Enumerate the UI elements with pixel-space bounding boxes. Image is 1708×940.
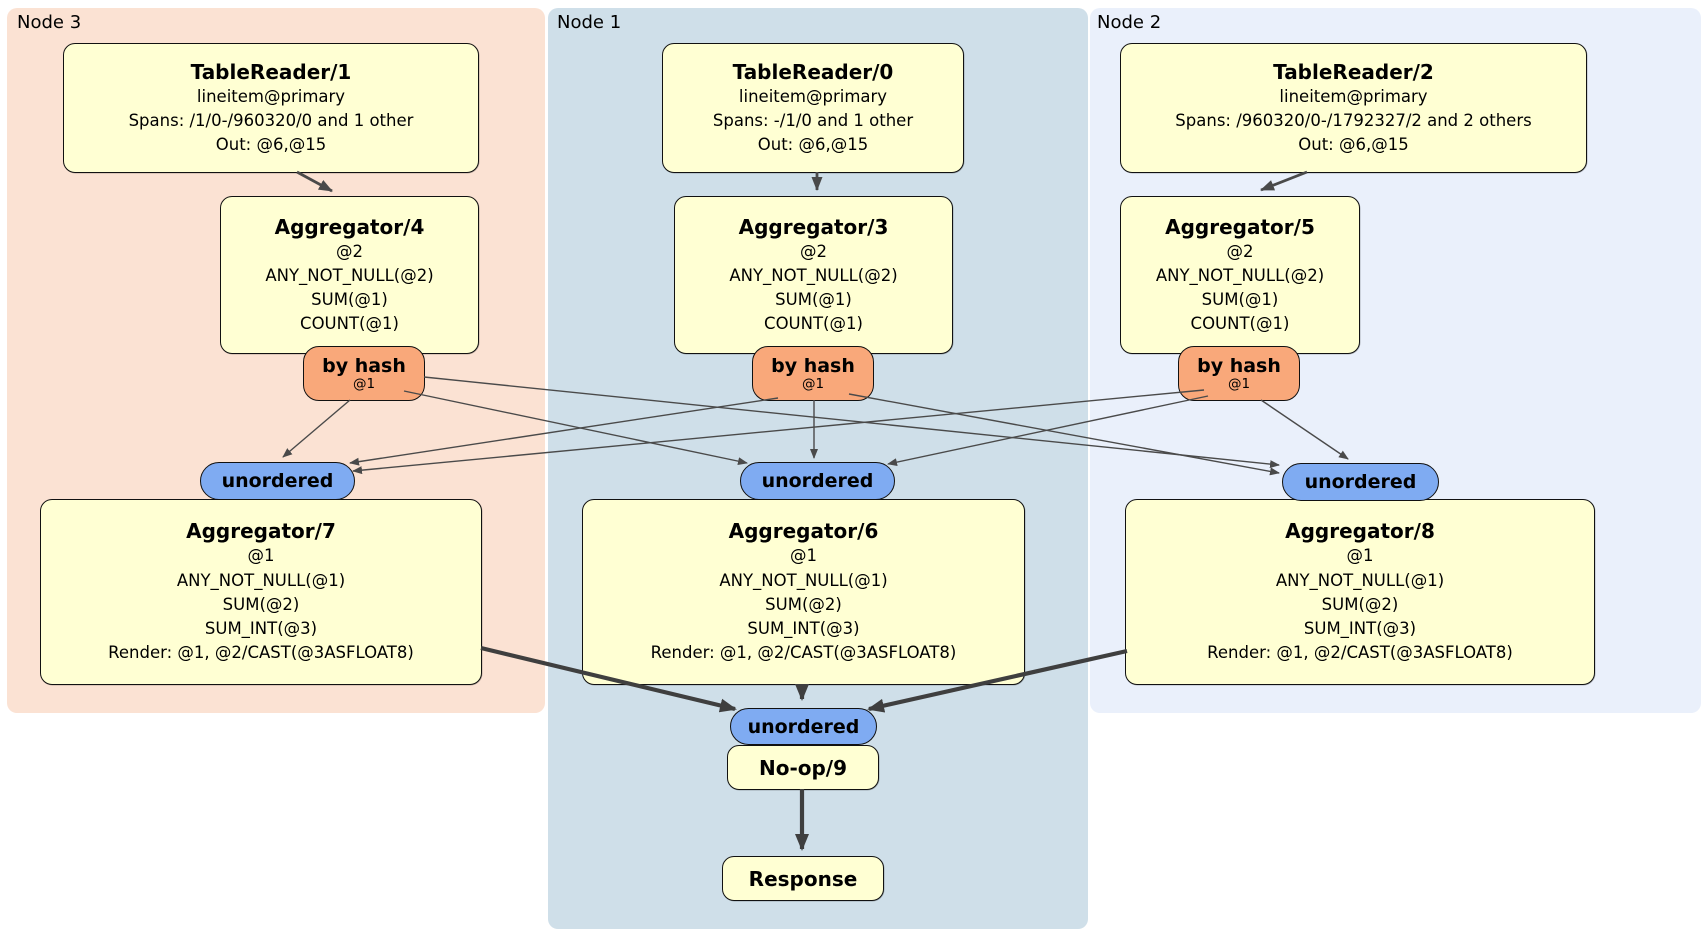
processor-line: SUM_INT(@3) [1303, 619, 1417, 639]
router-label: by hash [322, 354, 406, 377]
processor-line: SUM(@1) [311, 290, 388, 309]
processor-title: Aggregator/4 [274, 214, 425, 239]
processor-line: ANY_NOT_NULL(@2) [729, 265, 898, 285]
router-detail: @1 [352, 376, 376, 393]
router-detail: @1 [1227, 376, 1251, 393]
sync-label: unordered [761, 470, 874, 492]
processor-line: SUM(@1) [775, 290, 852, 309]
router-detail: @1 [801, 376, 825, 393]
processor-aggregator-5: Aggregator/5 @2 ANY_NOT_NULL(@2) SUM(@1)… [1120, 196, 1360, 354]
sync-unordered-center: unordered [740, 462, 895, 500]
processor-line: SUM(@2) [1321, 594, 1399, 614]
processor-line: ANY_NOT_NULL(@2) [265, 265, 434, 285]
processor-line: @1 [790, 546, 817, 566]
processor-noop-9: No-op/9 [727, 745, 879, 790]
processor-title: Response [748, 866, 858, 891]
processor-line: Render: @1, @2/CAST(@3ASFLOAT8) [108, 643, 414, 663]
processor-line: lineitem@primary [196, 86, 346, 106]
processor-aggregator-3: Aggregator/3 @2 ANY_NOT_NULL(@2) SUM(@1)… [674, 196, 953, 354]
router-by-hash-center: by hash @1 [752, 346, 874, 401]
processor-line: @1 [247, 546, 275, 566]
processor-line: COUNT(@1) [764, 314, 863, 334]
processor-line: COUNT(@1) [300, 314, 399, 334]
processor-line: SUM_INT(@3) [204, 619, 318, 639]
processor-title: Aggregator/5 [1165, 214, 1315, 239]
processor-title: TableReader/0 [732, 59, 894, 84]
processor-title: Aggregator/6 [728, 519, 879, 544]
processor-line: @2 [1226, 241, 1254, 261]
router-label: by hash [771, 354, 855, 377]
panel-label-node1: Node 1 [557, 12, 622, 33]
sync-label: unordered [747, 715, 860, 738]
processor-line: Out: @6,@15 [1298, 135, 1409, 155]
processor-title: No-op/9 [758, 755, 848, 780]
processor-line: lineitem@primary [738, 86, 888, 106]
processor-line: ANY_NOT_NULL(@2) [1155, 265, 1325, 285]
processor-aggregator-4: Aggregator/4 @2 ANY_NOT_NULL(@2) SUM(@1)… [220, 196, 479, 354]
processor-line: @1 [1346, 546, 1374, 566]
processor-title: TableReader/1 [190, 59, 352, 84]
processor-response: Response [722, 856, 884, 901]
processor-line: ANY_NOT_NULL(@1) [176, 570, 346, 590]
panel-label-node2: Node 2 [1097, 12, 1162, 33]
processor-line: SUM(@2) [222, 594, 300, 614]
processor-tablereader-1: TableReader/1 lineitem@primary Spans: /1… [63, 43, 479, 173]
processor-line: ANY_NOT_NULL(@1) [1275, 570, 1445, 590]
processor-tablereader-2: TableReader/2 lineitem@primary Spans: /9… [1120, 43, 1587, 173]
processor-line: SUM(@1) [1201, 290, 1279, 309]
sync-unordered-left: unordered [200, 462, 355, 500]
processor-title: TableReader/2 [1273, 59, 1434, 84]
sync-unordered-right: unordered [1282, 463, 1439, 501]
processor-line: @2 [336, 241, 363, 261]
processor-line: @2 [800, 241, 827, 261]
processor-aggregator-6: Aggregator/6 @1 ANY_NOT_NULL(@1) SUM(@2)… [582, 499, 1025, 685]
processor-aggregator-7: Aggregator/7 @1 ANY_NOT_NULL(@1) SUM(@2)… [40, 499, 482, 685]
router-by-hash-right: by hash @1 [1178, 346, 1300, 401]
processor-line: Spans: /1/0-/960320/0 and 1 other [128, 110, 414, 130]
sync-label: unordered [1304, 471, 1417, 493]
panel-label-node3: Node 3 [17, 12, 82, 33]
processor-title: Aggregator/8 [1285, 519, 1435, 544]
processor-title: Aggregator/3 [738, 214, 889, 239]
sync-unordered-final: unordered [730, 708, 877, 745]
processor-line: ANY_NOT_NULL(@1) [719, 570, 888, 590]
router-by-hash-left: by hash @1 [303, 346, 425, 401]
processor-line: Out: @6,@15 [215, 135, 327, 155]
processor-line: SUM(@2) [765, 594, 842, 614]
processor-title: Aggregator/7 [186, 519, 336, 544]
processor-line: Render: @1, @2/CAST(@3ASFLOAT8) [1207, 643, 1513, 663]
processor-line: COUNT(@1) [1190, 314, 1290, 334]
processor-line: Out: @6,@15 [757, 135, 869, 155]
processor-line: SUM_INT(@3) [747, 619, 860, 639]
processor-line: Spans: /960320/0-/1792327/2 and 2 others [1175, 110, 1532, 130]
processor-aggregator-8: Aggregator/8 @1 ANY_NOT_NULL(@1) SUM(@2)… [1125, 499, 1595, 685]
sync-label: unordered [221, 470, 334, 492]
processor-line: lineitem@primary [1279, 86, 1428, 106]
processor-line: Render: @1, @2/CAST(@3ASFLOAT8) [650, 643, 957, 663]
processor-line: Spans: -/1/0 and 1 other [712, 110, 914, 130]
router-label: by hash [1197, 354, 1281, 377]
processor-tablereader-0: TableReader/0 lineitem@primary Spans: -/… [662, 43, 964, 173]
